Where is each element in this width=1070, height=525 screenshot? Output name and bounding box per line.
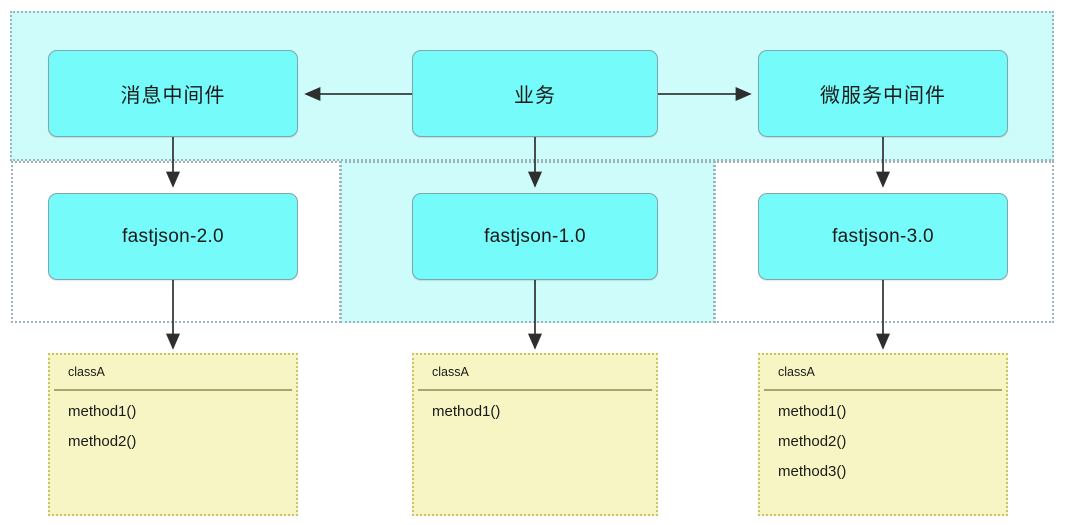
class-method: method1(): [68, 403, 137, 420]
node-message-middleware[interactable]: 消息中间件: [48, 50, 298, 137]
node-fastjson-1-0[interactable]: fastjson-1.0: [412, 193, 658, 280]
class-method: method2(): [778, 433, 847, 450]
class-method-list: method1(): [414, 391, 656, 420]
class-method: method1(): [432, 403, 501, 420]
node-microservice-middleware[interactable]: 微服务中间件: [758, 50, 1008, 137]
class-box-left[interactable]: classA method1() method2(): [48, 353, 298, 516]
right-scope-region: [714, 161, 1054, 323]
class-box-right[interactable]: classA method1() method2() method3(): [758, 353, 1008, 516]
class-method: method1(): [778, 403, 847, 420]
class-method-list: method1() method2(): [50, 391, 296, 450]
node-business[interactable]: 业务: [412, 50, 658, 137]
class-box-middle[interactable]: classA method1(): [412, 353, 658, 516]
class-title: classA: [68, 365, 105, 379]
class-divider: [764, 389, 1002, 391]
node-fastjson-2-0[interactable]: fastjson-2.0: [48, 193, 298, 280]
node-fastjson-3-0[interactable]: fastjson-3.0: [758, 193, 1008, 280]
class-title: classA: [432, 365, 469, 379]
class-divider: [54, 389, 292, 391]
class-method-list: method1() method2() method3(): [760, 391, 1006, 480]
class-divider: [418, 389, 652, 391]
class-method: method2(): [68, 433, 137, 450]
class-method: method3(): [778, 463, 847, 480]
class-title: classA: [778, 365, 815, 379]
